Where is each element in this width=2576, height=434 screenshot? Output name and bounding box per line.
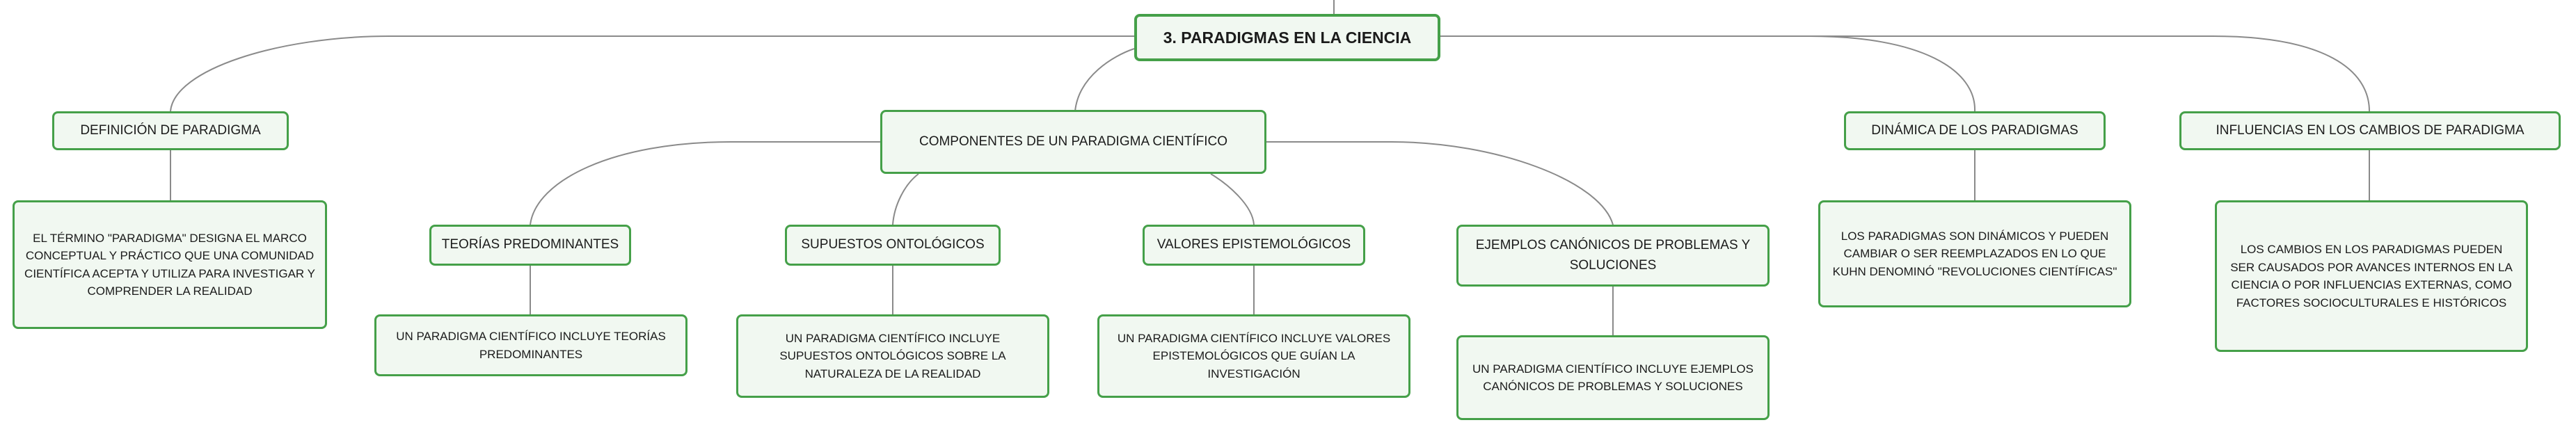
connector-componentes-supuestos [892,173,919,225]
subtopic-teorias-label: TEORÍAS PREDOMINANTES [441,237,619,252]
detail-teorias[interactable]: UN PARADIGMA CIENTÍFICO INCLUYE TEORÍAS … [374,314,687,376]
connector-root-definicion [170,35,1134,112]
subtopic-supuestos[interactable]: SUPUESTOS ONTOLÓGICOS [785,225,1001,266]
subtopic-ejemplos[interactable]: EJEMPLOS CANÓNICOS DE PROBLEMAS Y SOLUCI… [1456,225,1770,287]
detail-dinamica-text: LOS PARADIGMAS SON DINÁMICOS Y PUEDEN CA… [1832,229,2117,278]
topic-dinamica[interactable]: DINÁMICA DE LOS PARADIGMAS [1844,111,2106,150]
detail-definicion-text: EL TÉRMINO "PARADIGMA" DESIGNA EL MARCO … [24,231,315,298]
topic-componentes-label: COMPONENTES DE UN PARADIGMA CIENTÍFICO [919,134,1228,149]
connector-root-dinamica [1440,35,1976,112]
detail-valores[interactable]: UN PARADIGMA CIENTÍFICO INCLUYE VALORES … [1097,314,1410,398]
connector-root-componentes [1074,48,1135,112]
subtopic-valores[interactable]: VALORES EPISTEMOLÓGICOS [1143,225,1365,266]
topic-dinamica-label: DINÁMICA DE LOS PARADIGMAS [1871,122,2078,138]
detail-ejemplos-text: UN PARADIGMA CIENTÍFICO INCLUYE EJEMPLOS… [1472,362,1754,394]
topic-definicion-label: DEFINICIÓN DE PARADIGMA [80,122,261,138]
detail-definicion[interactable]: EL TÉRMINO "PARADIGMA" DESIGNA EL MARCO … [13,200,327,329]
connector-componentes-ejemplos [1266,141,1614,225]
detail-dinamica[interactable]: LOS PARADIGMAS SON DINÁMICOS Y PUEDEN CA… [1818,200,2131,307]
detail-valores-text: UN PARADIGMA CIENTÍFICO INCLUYE VALORES … [1117,331,1391,380]
subtopic-valores-label: VALORES EPISTEMOLÓGICOS [1156,237,1351,252]
detail-teorias-text: UN PARADIGMA CIENTÍFICO INCLUYE TEORÍAS … [396,330,666,361]
root-label: 3. PARADIGMAS EN LA CIENCIA [1163,28,1412,47]
subtopic-teorias[interactable]: TEORÍAS PREDOMINANTES [429,225,631,266]
topic-influencias[interactable]: INFLUENCIAS EN LOS CAMBIOS DE PARADIGMA [2179,111,2561,150]
detail-influencias-text: LOS CAMBIOS EN LOS PARADIGMAS PUEDEN SER… [2230,243,2513,310]
connector-componentes-teorias [530,141,880,225]
subtopic-ejemplos-label: EJEMPLOS CANÓNICOS DE PROBLEMAS Y SOLUCI… [1475,238,1751,273]
connector-componentes-valores [1210,173,1255,225]
subtopic-supuestos-label: SUPUESTOS ONTOLÓGICOS [801,237,985,252]
detail-supuestos-text: UN PARADIGMA CIENTÍFICO INCLUYE SUPUESTO… [779,331,1006,380]
detail-ejemplos[interactable]: UN PARADIGMA CIENTÍFICO INCLUYE EJEMPLOS… [1456,335,1770,420]
connector-root-influencias [1809,35,2370,112]
detail-influencias[interactable]: LOS CAMBIOS EN LOS PARADIGMAS PUEDEN SER… [2215,200,2528,352]
topic-influencias-label: INFLUENCIAS EN LOS CAMBIOS DE PARADIGMA [2216,122,2525,138]
topic-componentes[interactable]: COMPONENTES DE UN PARADIGMA CIENTÍFICO [880,110,1266,174]
root-node[interactable]: 3. PARADIGMAS EN LA CIENCIA [1134,14,1440,61]
topic-definicion[interactable]: DEFINICIÓN DE PARADIGMA [52,111,289,150]
detail-supuestos[interactable]: UN PARADIGMA CIENTÍFICO INCLUYE SUPUESTO… [736,314,1049,398]
